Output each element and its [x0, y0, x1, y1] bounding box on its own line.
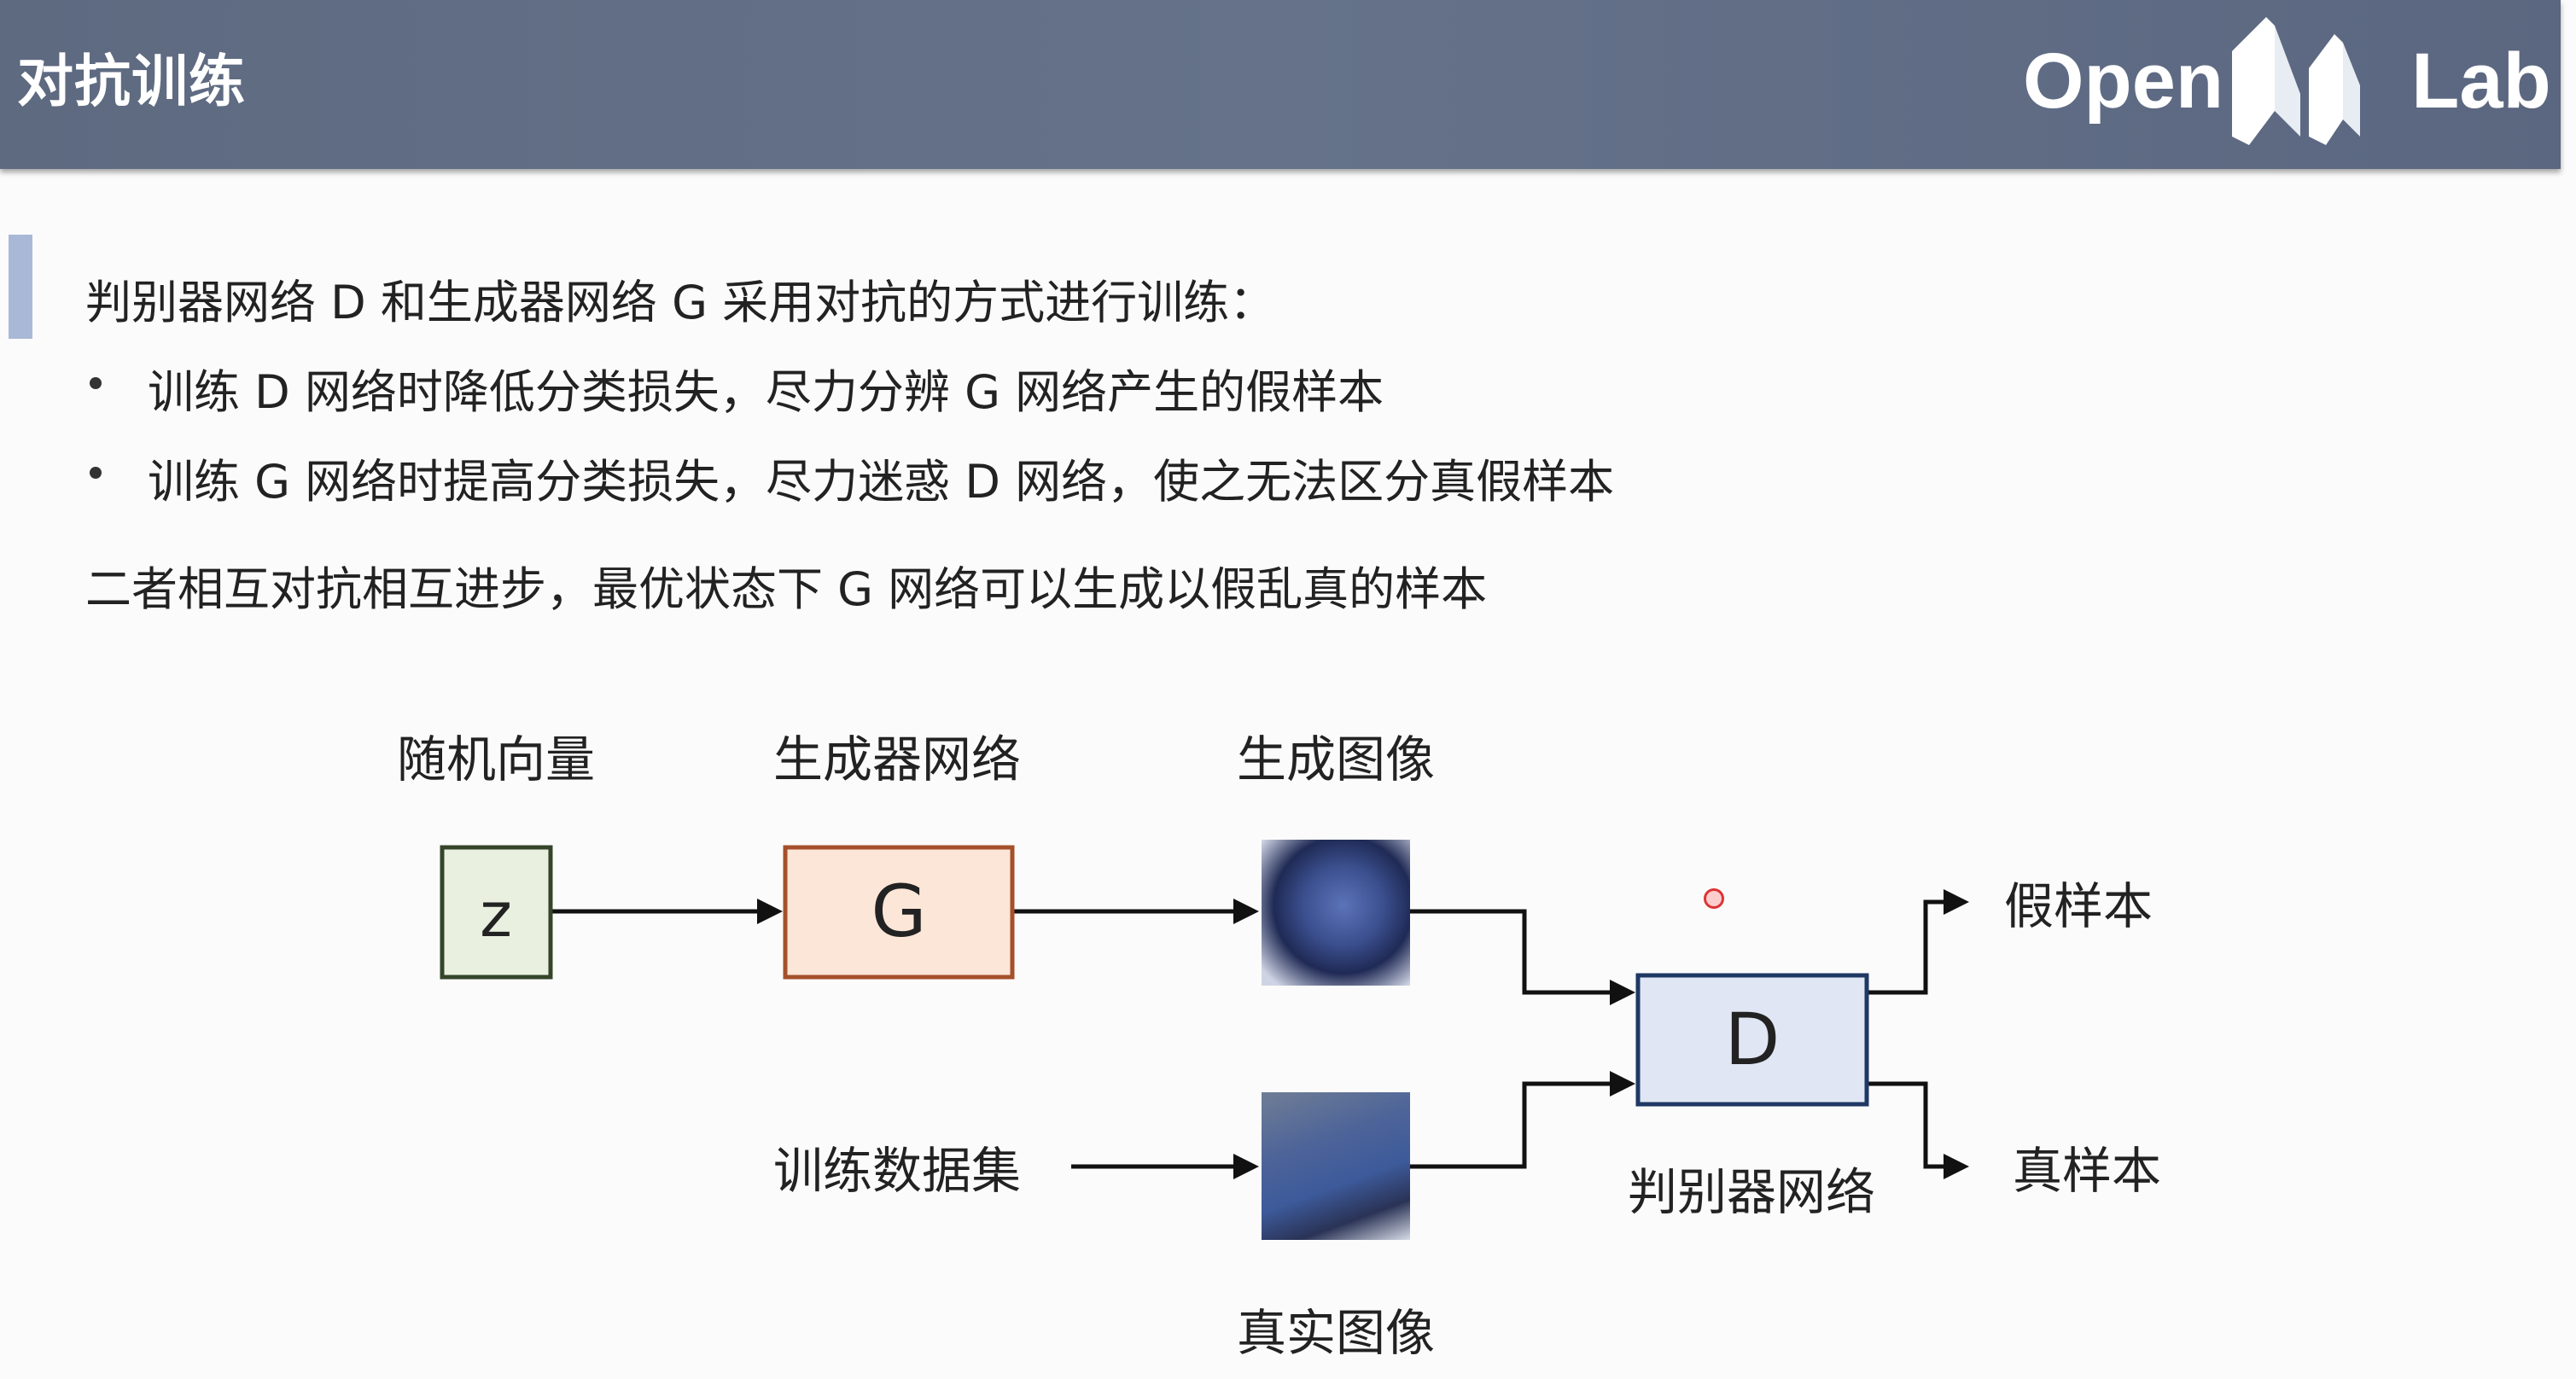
generated-image-label: 生成图像 — [1236, 730, 1436, 788]
d-box — [1635, 973, 1869, 1107]
bullet-item: 训练 G 网络时提高分类损失，尽力迷惑 D 网络，使之无法区分真假样本 — [148, 455, 1615, 509]
g-box — [783, 845, 1015, 980]
z-box — [440, 845, 553, 980]
intro-text: 判别器网络 D 和生成器网络 G 采用对抗的方式进行训练： — [85, 276, 1276, 329]
slide-header: 对抗训练 Open Lab — [0, 0, 2561, 169]
bullet-dot — [90, 467, 102, 479]
fake-output-label: 假样本 — [2003, 877, 2153, 935]
accent-bar — [9, 235, 32, 339]
z-box-label: z — [480, 879, 512, 951]
d-box-label: D — [1724, 998, 1780, 1081]
arrow-d-to-fake — [1867, 889, 1969, 995]
bullet-item: 训练 D 网络时降低分类损失，尽力分辨 G 网络产生的假样本 — [148, 365, 1384, 419]
arrow-gen-to-d — [1410, 909, 1635, 1005]
openmmlab-logo: Open Lab — [2023, 17, 2551, 145]
training-set-label: 训练数据集 — [772, 1142, 1022, 1200]
conclusion-text: 二者相互对抗相互进步，最优状态下 G 网络可以生成以假乱真的样本 — [85, 562, 1488, 616]
random-vector-label: 随机向量 — [396, 730, 596, 788]
generator-label: 生成器网络 — [772, 730, 1022, 788]
mm-logo-icon — [2232, 17, 2361, 145]
discriminator-label: 判别器网络 — [1627, 1163, 1876, 1221]
arrow-real-to-d — [1410, 1071, 1635, 1169]
bullet-dot — [90, 377, 102, 389]
g-box-label: G — [871, 870, 927, 953]
real-image-label: 真实图像 — [1236, 1304, 1436, 1362]
real-output-label: 真样本 — [2012, 1142, 2162, 1200]
cursor-indicator — [1704, 888, 1724, 909]
real-image — [1262, 1092, 1410, 1240]
arrow-d-to-real — [1867, 1081, 1969, 1179]
slide-title: 对抗训练 — [17, 49, 246, 114]
generated-image — [1262, 840, 1410, 986]
